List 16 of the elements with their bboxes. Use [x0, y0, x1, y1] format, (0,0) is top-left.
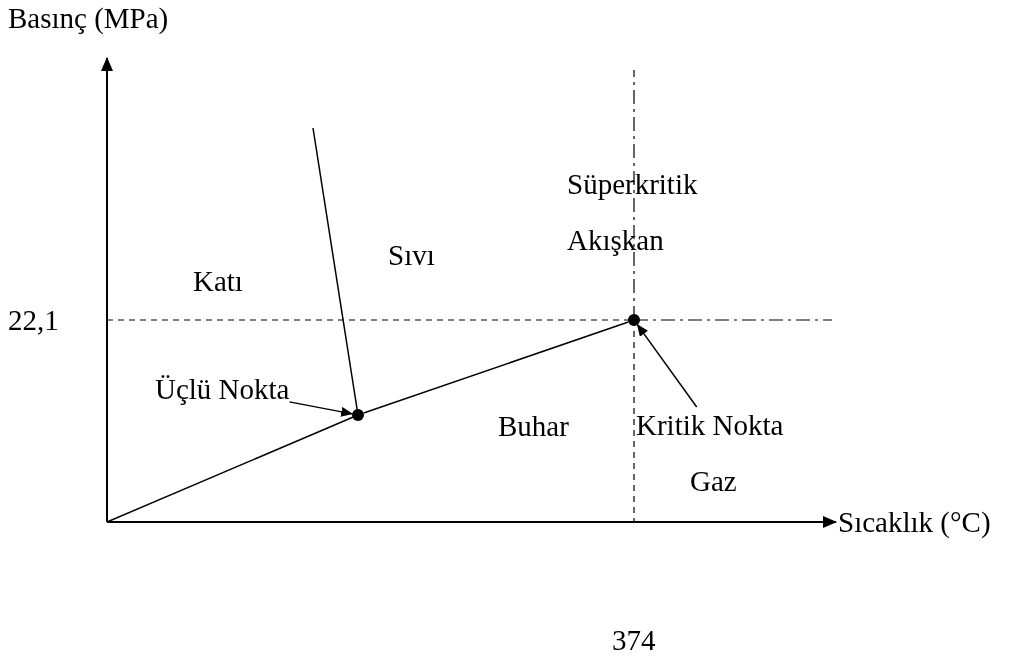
diagram-label: 22,1: [8, 303, 59, 338]
point-label: Üçlü Nokta: [155, 371, 290, 407]
point-dot: [352, 409, 364, 421]
diagram-label: Katı: [193, 264, 243, 299]
diagram-label: Sıvı: [388, 238, 435, 273]
diagram-label: Basınç (MPa): [8, 1, 169, 36]
point-label: Kritik Nokta: [636, 407, 784, 443]
diagram-label: 374: [612, 623, 656, 658]
leader-arrow: [636, 324, 698, 408]
diagram-label: Gaz: [690, 464, 737, 499]
diagram-label: Buhar: [498, 409, 569, 444]
point-dot: [628, 314, 640, 326]
diagram-label: Süperkritik Akışkan: [567, 167, 699, 258]
diagram-label: Sıcaklık (°C): [838, 505, 991, 540]
leader-arrow: [288, 401, 354, 417]
vaporization-curve: [362, 321, 630, 414]
